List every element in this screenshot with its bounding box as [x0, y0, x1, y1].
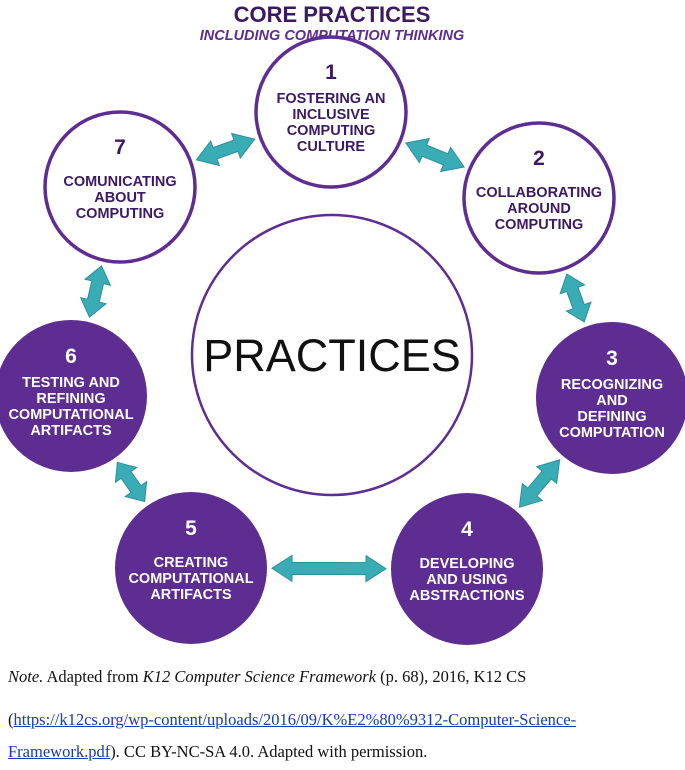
double-arrow-3-4 [518, 459, 561, 508]
practice-label-line: COMPUTING [76, 206, 165, 222]
practice-label-line: AND [596, 393, 627, 409]
practice-label-line: REFINING [36, 391, 105, 407]
practice-number-2: 2 [533, 147, 545, 170]
practice-label-line: CREATING [154, 555, 229, 571]
note-closing: ). CC BY-NC-SA 4.0. Adapted with permiss… [110, 742, 428, 761]
practice-label-line: COMPUTATION [559, 425, 665, 441]
double-arrow-4-5 [271, 554, 387, 583]
double-arrow-5-6 [114, 461, 148, 503]
practice-label-line: COMPUTING [495, 217, 584, 233]
note-text-after: (p. 68), 2016, K12 CS [375, 667, 527, 686]
note-paren-open: ( [8, 710, 14, 729]
note-line-1: Note. Adapted from K12 Computer Science … [8, 667, 678, 687]
practice-number-4: 4 [461, 518, 473, 541]
note-link-part-1[interactable]: https://k12cs.org/wp-content/uploads/201… [13, 710, 577, 729]
double-arrow-6-7 [79, 265, 112, 318]
connector-arrows [79, 132, 592, 583]
practice-number-6: 6 [65, 345, 77, 368]
practice-label-line: ABSTRACTIONS [409, 588, 525, 604]
practice-label-line: RECOGNIZING [561, 377, 663, 393]
practice-label-line: COMPUTATIONAL [8, 407, 133, 423]
practice-circle-7 [43, 110, 197, 264]
practice-label-line: COLLABORATING [476, 185, 602, 201]
core-practices-diagram: CORE PRACTICES INCLUDING COMPUTATION THI… [0, 2, 685, 645]
practice-circle-4 [391, 493, 543, 645]
double-arrow-7-1 [195, 132, 256, 167]
practice-number-1: 1 [325, 61, 337, 84]
practice-label-line: COMUNICATING [63, 174, 176, 190]
note-text-before: Adapted from [43, 667, 143, 686]
practice-label-line: COMPUTING [287, 123, 376, 139]
practice-label-line: ARTIFACTS [150, 587, 232, 603]
diagram-title: CORE PRACTICES [234, 2, 431, 27]
practice-label-line: ARTIFACTS [30, 423, 112, 439]
practice-circle-3 [536, 322, 685, 474]
practice-label-line: AND USING [426, 572, 507, 588]
practice-number-3: 3 [606, 347, 618, 370]
double-arrow-2-3 [559, 273, 592, 323]
practice-label-line: TESTING AND [22, 375, 120, 391]
practice-label-line: INCLUSIVE [292, 107, 370, 123]
practice-label-line: DEFINING [577, 409, 646, 425]
practice-circle-1 [254, 35, 408, 189]
center-circle [190, 213, 474, 497]
practice-number-5: 5 [185, 517, 197, 540]
practice-label-line: COMPUTATIONAL [128, 571, 253, 587]
practice-label-line: ABOUT [94, 190, 146, 206]
note-line-3: Framework.pdf). CC BY-NC-SA 4.0. Adapted… [8, 742, 678, 762]
note-source-title: K12 Computer Science Framework [142, 667, 376, 686]
practice-circle-5 [115, 492, 267, 644]
note-line-2: (https://k12cs.org/wp-content/uploads/20… [8, 710, 678, 730]
practice-label-line: CULTURE [297, 139, 366, 155]
practice-circle-2 [462, 121, 616, 275]
practice-label-line: AROUND [507, 201, 571, 217]
note-label: Note. [8, 667, 44, 686]
practice-number-7: 7 [114, 136, 126, 159]
practice-label-line: FOSTERING AN [276, 91, 385, 107]
double-arrow-1-2 [405, 137, 465, 173]
center-label: PRACTICES [203, 330, 461, 381]
practice-label-line: DEVELOPING [419, 556, 514, 572]
practice-circle-6 [0, 320, 147, 472]
note-link-part-2[interactable]: Framework.pdf [8, 742, 111, 761]
